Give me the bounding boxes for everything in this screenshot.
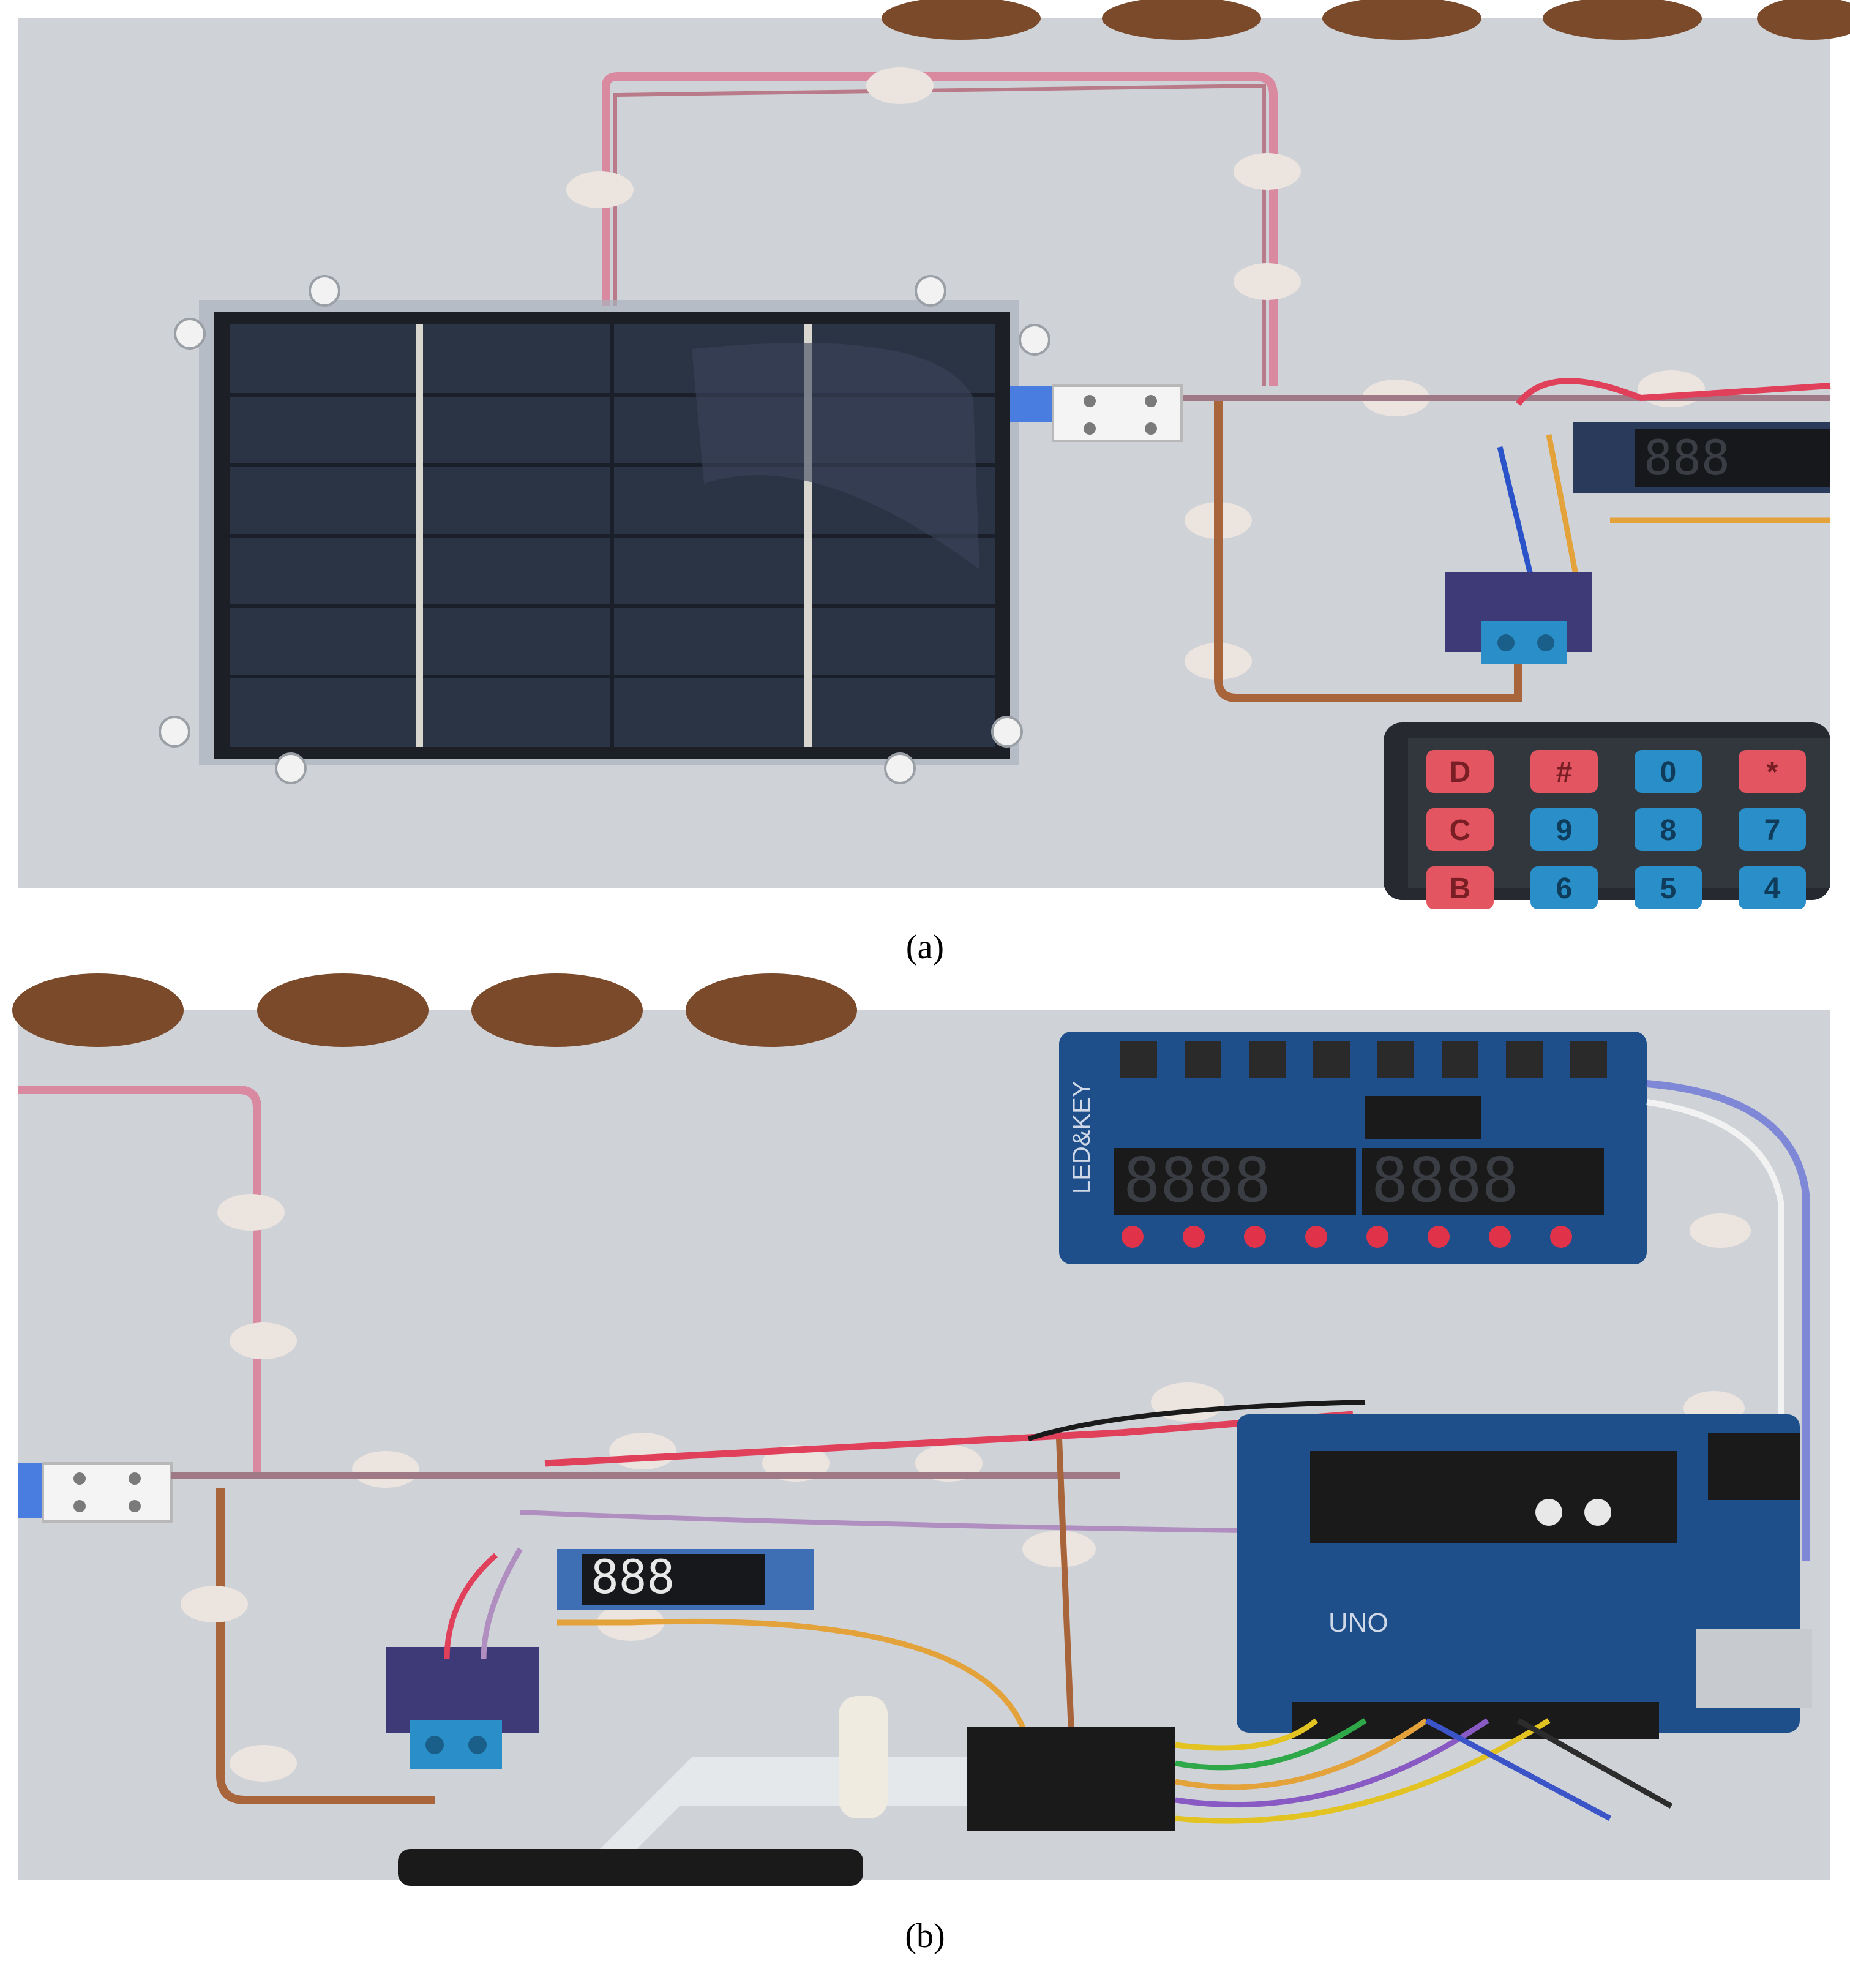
keypad-key-6 <box>1530 866 1598 909</box>
pink-wire <box>18 1086 261 1476</box>
keypad-key-8-label: 8 <box>1660 814 1677 847</box>
keypad-key-hash-label: # <box>1556 756 1573 789</box>
usb-port <box>1696 1629 1812 1708</box>
keypad-key-4 <box>1739 866 1806 909</box>
keypad-key-c <box>1426 808 1494 851</box>
jumper-wires <box>1175 1718 1673 1824</box>
voltmeter-digits: 888 <box>1644 431 1730 486</box>
led-display-left: 8888 <box>1123 1144 1271 1216</box>
board-holes <box>882 0 1850 40</box>
board-holes <box>12 973 857 1047</box>
keypad-key-5 <box>1635 866 1702 909</box>
current-sensor-module <box>1445 572 1592 664</box>
pink-wire-loop <box>602 72 1278 386</box>
keypad-key-7-label: 7 <box>1764 814 1781 847</box>
keypad-key-b-label: B <box>1450 872 1471 905</box>
brown-wire <box>1214 398 1522 702</box>
keypad-key-5-label: 5 <box>1660 872 1677 905</box>
membrane-keypad <box>1384 722 1830 900</box>
led-key-buttons <box>1120 1041 1607 1078</box>
keypad-key-hash <box>1530 750 1598 793</box>
voltmeter-module: 888 <box>557 1549 814 1610</box>
keypad-key-9 <box>1530 808 1598 851</box>
keypad-key-9-label: 9 <box>1556 814 1573 847</box>
wire-clips <box>566 67 1705 680</box>
arduino-uno-board: UNO <box>1237 1414 1812 1739</box>
brown-wire <box>216 1488 435 1804</box>
keypad-key-0 <box>1635 750 1702 793</box>
keypad-key-c-label: C <box>1450 814 1471 847</box>
solar-panel <box>199 300 1019 765</box>
driver-chip <box>1365 1096 1481 1139</box>
keypad-key-8 <box>1635 808 1702 851</box>
photo-b-drawing: 888 LED&KEY <box>12 973 1830 1886</box>
red-wire <box>1515 378 1831 407</box>
keypad-key-4-label: 4 <box>1764 872 1781 905</box>
keypad-key-star-label: * <box>1767 756 1778 789</box>
caption-b: (b) <box>905 1917 945 1955</box>
caption-a: (a) <box>905 928 945 966</box>
voltmeter-digits: 888 <box>591 1550 675 1604</box>
microcontroller-chip <box>1310 1451 1677 1543</box>
ribbon-connector <box>967 1727 1175 1831</box>
ribbon-cable <box>569 1696 1175 1880</box>
header-pins <box>1292 1702 1659 1739</box>
voltmeter-module: 888 <box>1573 422 1830 493</box>
led-key-module: LED&KEY 8888 8888 <box>1059 1032 1647 1264</box>
keypad-key-star <box>1739 750 1806 793</box>
terminal-block <box>1010 384 1183 442</box>
keypad-key-d <box>1426 750 1494 793</box>
photo-panel-b: 888 LED&KEY <box>12 973 1830 1886</box>
dc-jack <box>1708 1433 1800 1500</box>
photo-panel-a: 888 D # 0 * C 9 8 <box>18 0 1850 909</box>
keypad-key-7 <box>1739 808 1806 851</box>
led-display-right: 8888 <box>1371 1144 1519 1216</box>
keypad-key-6-label: 6 <box>1556 872 1573 905</box>
keypad-key-0-label: 0 <box>1660 756 1677 789</box>
keypad-key-d-label: D <box>1450 756 1471 789</box>
photo-a-drawing: 888 D # 0 * C 9 8 <box>18 0 1850 909</box>
current-sensor-module <box>386 1647 539 1769</box>
led-key-label: LED&KEY <box>1068 1081 1095 1194</box>
mounting-screws <box>159 275 1050 784</box>
arduino-label: UNO <box>1328 1608 1388 1638</box>
keypad-key-b <box>1426 866 1494 909</box>
red-leds <box>1122 1226 1572 1248</box>
terminal-block <box>18 1462 173 1523</box>
